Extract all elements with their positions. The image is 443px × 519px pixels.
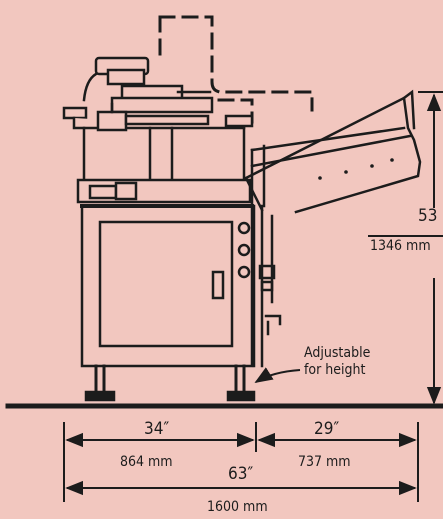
upper-frame bbox=[62, 102, 254, 204]
right-width-mm: 737 mm bbox=[298, 454, 351, 470]
height-mm: 1346 mm bbox=[370, 238, 431, 254]
adjustable-line2: for height bbox=[304, 362, 366, 378]
total-width-inches: 63″ bbox=[228, 464, 254, 484]
control-column bbox=[237, 204, 282, 368]
height-dimension bbox=[368, 91, 443, 405]
right-width-inches: 29″ bbox=[314, 419, 340, 439]
cabinet bbox=[80, 204, 254, 368]
inclined-chute bbox=[244, 89, 422, 214]
adjustable-label: Adjustable for height bbox=[304, 345, 370, 379]
total-width-mm: 1600 mm bbox=[207, 499, 268, 515]
adjustable-arrow bbox=[254, 367, 301, 383]
left-width-inches: 34″ bbox=[144, 419, 170, 439]
height-inches: 53 bbox=[418, 206, 438, 226]
chute-holes bbox=[318, 158, 394, 180]
legs bbox=[84, 364, 256, 402]
width-dimensions bbox=[63, 422, 419, 502]
left-width-mm: 864 mm bbox=[120, 454, 173, 470]
adjustable-line1: Adjustable bbox=[304, 345, 371, 361]
top-motor-assembly bbox=[82, 56, 214, 114]
